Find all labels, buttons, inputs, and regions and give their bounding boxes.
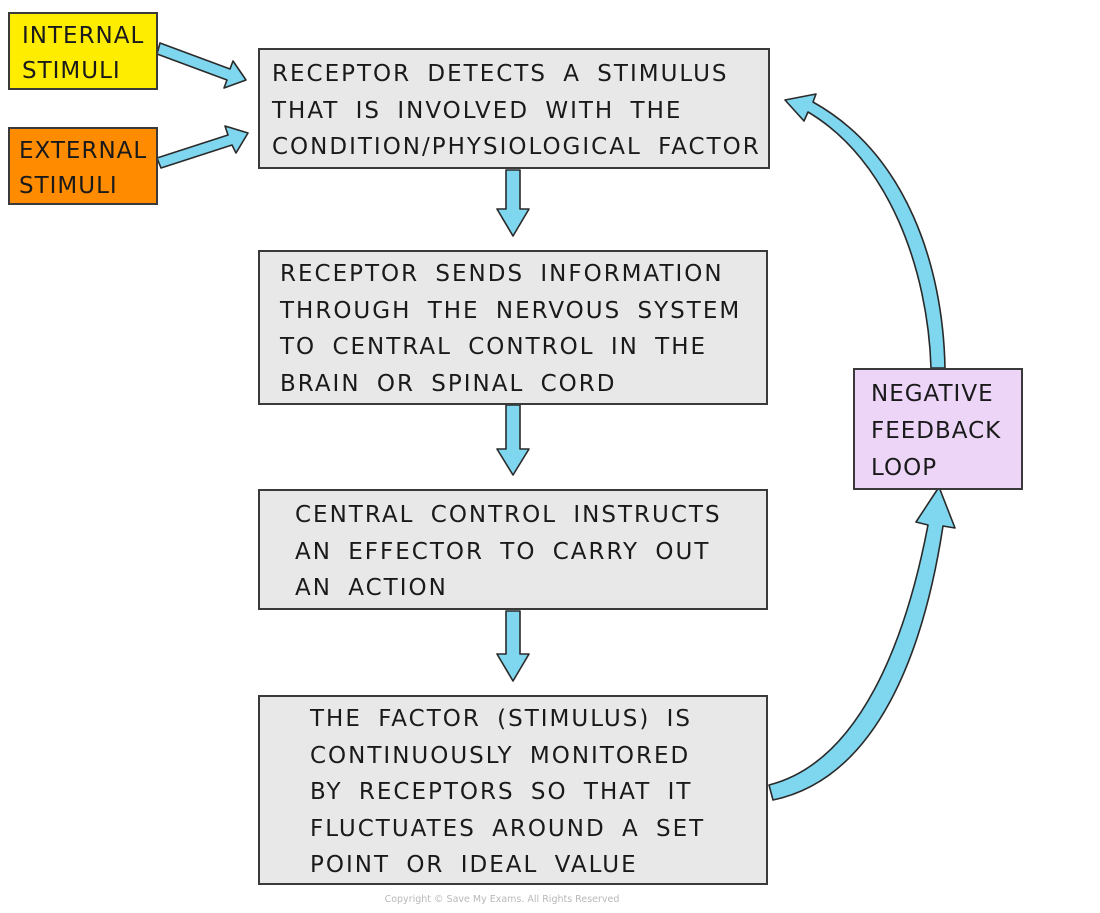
down-arrow-2 — [496, 404, 530, 476]
external-stimuli-line-1: EXTERNAL — [19, 138, 148, 164]
receptor-detects-line-2: THAT IS INVOLVED WITH THE — [272, 97, 683, 124]
central-control-box: CENTRAL CONTROL INSTRUCTS AN EFFECTOR TO… — [258, 489, 768, 610]
internal-to-receptor-arrow — [156, 42, 247, 89]
central-control-line-3: AN ACTION — [295, 575, 448, 601]
down-arrow-3 — [496, 610, 530, 682]
external-to-receptor-arrow — [156, 125, 249, 169]
internal-stimuli-line-2: STIMULI — [22, 58, 121, 84]
central-control-line-1: CENTRAL CONTROL INSTRUCTS — [295, 502, 722, 528]
factor-monitored-line-4: FLUCTUATES AROUND A SET — [310, 815, 706, 842]
central-control-line-2: AN EFFECTOR TO CARRY OUT — [295, 538, 711, 565]
copyright-notice: Copyright © Save My Exams. All Rights Re… — [384, 894, 620, 905]
factor-monitored-line-3: BY RECEPTORS SO THAT IT — [310, 779, 693, 805]
factor-monitored-line-1: THE FACTOR (STIMULUS) IS — [310, 706, 692, 732]
receptor-sends-box: RECEPTOR SENDS INFORMATION THROUGH THE N… — [258, 250, 768, 405]
receptor-sends-line-1: RECEPTOR SENDS INFORMATION — [280, 261, 724, 287]
receptor-detects-box: RECEPTOR DETECTS A STIMULUS THAT IS INVO… — [258, 48, 770, 169]
factor-monitored-line-2: CONTINUOUSLY MONITORED — [310, 742, 691, 769]
down-arrow-1 — [496, 169, 530, 237]
receptor-detects-line-1: RECEPTOR DETECTS A STIMULUS — [272, 61, 729, 87]
internal-stimuli-box: INTERNAL STIMULI — [8, 12, 158, 90]
external-stimuli-line-2: STIMULI — [19, 173, 118, 199]
loop-arrow-to-feedback — [768, 486, 956, 801]
receptor-sends-line-2: THROUGH THE NERVOUS SYSTEM — [280, 297, 742, 324]
loop-arrow-to-receptor — [784, 93, 946, 369]
feedback-line-3: LOOP — [871, 455, 938, 481]
negative-feedback-loop-box: NEGATIVE FEEDBACK LOOP — [853, 368, 1023, 490]
factor-monitored-box: THE FACTOR (STIMULUS) IS CONTINUOUSLY MO… — [258, 695, 768, 885]
feedback-line-1: NEGATIVE — [871, 381, 994, 407]
receptor-sends-line-4: BRAIN OR SPINAL CORD — [280, 370, 617, 397]
external-stimuli-box: EXTERNAL STIMULI — [8, 127, 158, 205]
factor-monitored-line-5: POINT OR IDEAL VALUE — [310, 852, 638, 878]
receptor-detects-line-3: CONDITION/PHYSIOLOGICAL FACTOR — [272, 134, 761, 160]
internal-stimuli-line-1: INTERNAL — [22, 23, 145, 49]
receptor-sends-line-3: TO CENTRAL CONTROL IN THE — [280, 334, 708, 360]
feedback-line-2: FEEDBACK — [871, 418, 1002, 444]
